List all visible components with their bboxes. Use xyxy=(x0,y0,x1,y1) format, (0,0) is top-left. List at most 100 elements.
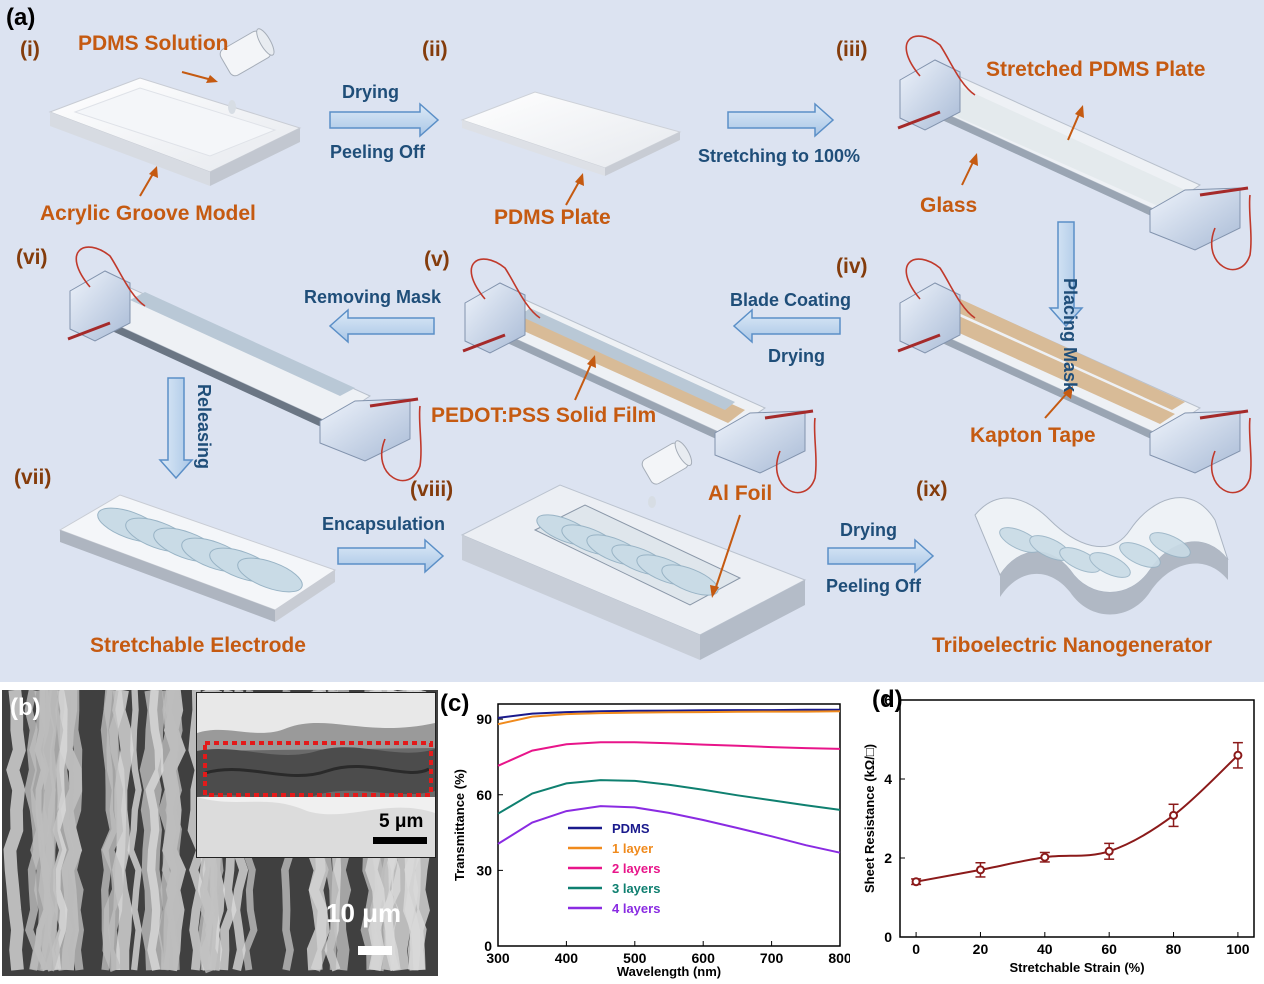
panel-d-label: (d) xyxy=(872,686,903,713)
arrow-stretching xyxy=(727,102,835,138)
arrow-label-removing-mask: Removing Mask xyxy=(304,287,442,307)
label-glass: Glass xyxy=(920,194,978,217)
legend-label-2: 2 layers xyxy=(612,861,660,876)
triboelectric-nanogenerator xyxy=(974,497,1229,615)
sem-fiber xyxy=(3,690,26,971)
arrow-label-encapsulation: Encapsulation xyxy=(322,514,446,534)
x-tick-label: 300 xyxy=(486,950,510,966)
step-label-iii: (iii) xyxy=(836,38,868,61)
arrow-label-releasing: Releasing xyxy=(194,384,214,470)
x-axis-label: Stretchable Strain (%) xyxy=(1009,960,1144,975)
arrow-label-drying-2: Drying xyxy=(768,346,826,366)
legend-label-4: 4 layers xyxy=(612,901,660,916)
sem-fiber xyxy=(157,690,183,971)
arrow-blade-coating xyxy=(732,308,841,344)
acrylic-groove-model xyxy=(48,28,302,197)
step-label-viii: (viii) xyxy=(410,478,454,501)
step-label-vi: (vi) xyxy=(16,246,48,269)
series-line-0 xyxy=(497,708,840,719)
arrow-placing-mask xyxy=(1048,221,1084,328)
sem-fiber xyxy=(112,690,134,970)
y-tick-label: 0 xyxy=(484,938,492,954)
label-kapton: Kapton Tape xyxy=(970,424,1096,447)
step-label-ii: (ii) xyxy=(422,38,448,61)
step-label-i: (i) xyxy=(20,38,40,61)
label-acrylic-groove: Acrylic Groove Model xyxy=(40,202,256,225)
arrow-label-peeling-off: Peeling Off xyxy=(330,142,426,162)
process-schematic xyxy=(48,28,1252,660)
x-tick-label: 0 xyxy=(912,941,920,957)
electrode-on-glass xyxy=(67,246,422,482)
plot-frame xyxy=(497,703,841,947)
series-line-3 xyxy=(497,779,841,815)
step-label-vii: (vii) xyxy=(14,466,52,489)
legend-label-1: 1 layer xyxy=(612,841,653,856)
arrow-drying xyxy=(329,102,440,138)
arrow-releasing xyxy=(158,377,194,480)
masked-pdms-plate xyxy=(897,258,1252,494)
label-pdms-solution: PDMS Solution xyxy=(78,32,229,55)
y-tick-label: 4 xyxy=(884,771,892,787)
step-label-ix: (ix) xyxy=(916,478,948,501)
panel-b-label: (b) xyxy=(10,694,41,721)
arrow-label-drying: Drying xyxy=(342,82,400,102)
x-tick-label: 700 xyxy=(760,950,784,966)
panel-a-label: (a) xyxy=(6,4,36,31)
label-pdms-plate: PDMS Plate xyxy=(494,206,611,229)
main-scale-bar xyxy=(358,946,392,955)
sem-inset: 5 μm xyxy=(196,692,436,858)
legend-label-0: PDMS xyxy=(612,821,650,836)
step-label-v: (v) xyxy=(424,248,450,271)
y-axis-label: Sheet Resistance (kΩ/□) xyxy=(862,744,877,893)
sem-fiber xyxy=(145,690,164,971)
legend-label-3: 3 layers xyxy=(612,881,660,896)
inset-scale-label: 5 μm xyxy=(379,811,424,832)
label-stretchable-electrode: Stretchable Electrode xyxy=(90,634,306,657)
sem-fiber xyxy=(29,690,53,972)
sem-fiber xyxy=(44,690,64,972)
series-line-1 xyxy=(497,710,841,726)
step-label-iv: (iv) xyxy=(836,255,868,278)
y-tick-label: 30 xyxy=(476,862,492,878)
y-tick-label: 60 xyxy=(476,787,492,803)
panel-b-sem-image: 5 μm (b) 10 μm xyxy=(2,690,438,976)
arrow-label-peeling-off-2: Peeling Off xyxy=(826,576,922,596)
x-tick-label: 40 xyxy=(1037,941,1053,957)
plot-frame xyxy=(899,699,1255,938)
fit-curve xyxy=(915,754,1239,883)
main-scale-label: 10 μm xyxy=(326,898,402,928)
inset-scale-bar xyxy=(373,837,427,844)
x-tick-label: 100 xyxy=(1226,941,1250,957)
x-tick-label: 60 xyxy=(1101,941,1117,957)
arrow-label-blade-coating: Blade Coating xyxy=(730,290,852,310)
stretched-pdms-plate xyxy=(897,35,1252,271)
data-point xyxy=(1040,852,1050,862)
data-point xyxy=(1169,810,1179,820)
stretchable-electrode xyxy=(58,494,337,622)
sem-fiber xyxy=(187,690,206,971)
y-tick-label: 90 xyxy=(476,711,492,727)
data-point xyxy=(1104,846,1114,856)
arrow-label-stretching: Stretching to 100% xyxy=(698,146,861,166)
label-teng: Triboelectric Nanogenerator xyxy=(932,634,1213,657)
encapsulation-mold xyxy=(460,440,807,660)
arrow-encapsulation xyxy=(337,538,445,574)
arrow-label-placing-mask: Placing Mask xyxy=(1060,278,1080,393)
x-tick-label: 80 xyxy=(1166,941,1182,957)
label-al-foil: Al Foil xyxy=(708,482,773,505)
data-point xyxy=(911,877,921,887)
label-pedot: PEDOT:PSS Solid Film xyxy=(431,404,657,427)
y-tick-label: 2 xyxy=(884,850,892,866)
data-point xyxy=(1233,750,1243,760)
y-axis-label: Transmittance (%) xyxy=(452,769,467,881)
sem-fiber xyxy=(66,690,84,971)
pdms-plate xyxy=(460,91,682,206)
panel-a: (a) (i) (ii) (iii) (iv) (v) (vi) (vii) (… xyxy=(0,0,1264,682)
y-tick-label: 0 xyxy=(884,929,892,945)
sem-fiber xyxy=(127,690,142,971)
arrow-removing-mask xyxy=(328,308,435,344)
series-line-2 xyxy=(497,741,841,767)
